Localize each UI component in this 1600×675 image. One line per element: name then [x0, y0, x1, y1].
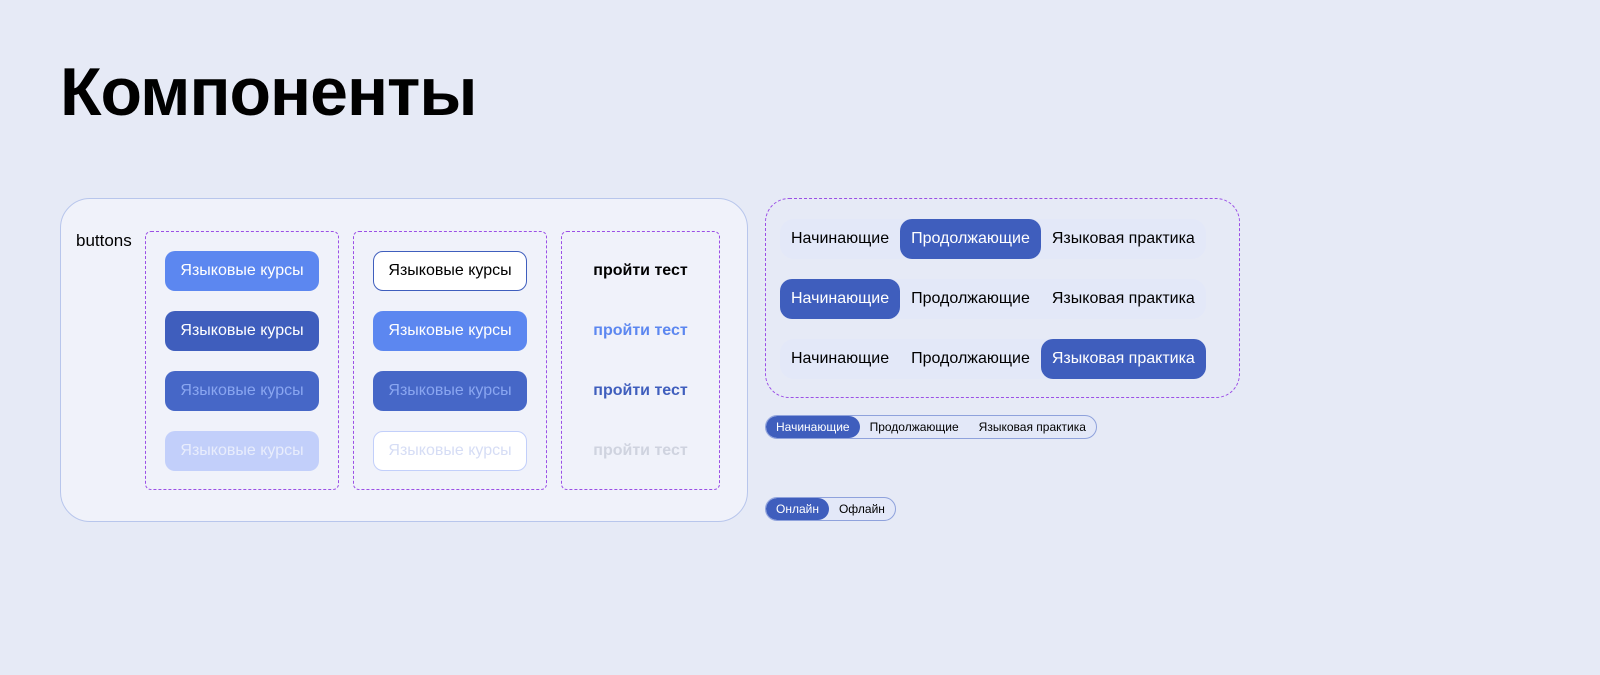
tabs-panel: Начинающие Продолжающие Языковая практик… — [765, 198, 1240, 398]
tab-beginners[interactable]: Начинающие — [780, 339, 900, 379]
toggle-offline[interactable]: Офлайн — [829, 498, 895, 520]
small-tab-continuing[interactable]: Продолжающие — [860, 416, 969, 438]
link-button-hover[interactable]: пройти тест — [562, 311, 719, 351]
link-button-default[interactable]: пройти тест — [562, 251, 719, 291]
secondary-button-hover[interactable]: Языковые курсы — [373, 311, 527, 351]
small-tab-beginners[interactable]: Начинающие — [766, 416, 860, 438]
buttons-panel-label: buttons — [76, 231, 132, 250]
toggle-online[interactable]: Онлайн — [766, 498, 829, 520]
tab-continuing[interactable]: Продолжающие — [900, 219, 1041, 259]
secondary-button-disabled[interactable]: Языковые курсы — [373, 431, 527, 471]
primary-button-default[interactable]: Языковые курсы — [165, 251, 319, 291]
tab-beginners[interactable]: Начинающие — [780, 279, 901, 319]
link-button-disabled[interactable]: пройти тест — [562, 431, 719, 471]
tab-language-practice[interactable]: Языковая практика — [1041, 279, 1206, 319]
link-buttons-column: пройти тест пройти тест пройти тест прой… — [561, 231, 720, 490]
small-segmented-control: Начинающие Продолжающие Языковая практик… — [765, 415, 1097, 439]
segmented-control-variant-3: Начинающие Продолжающие Языковая практик… — [780, 339, 1206, 379]
primary-button-disabled[interactable]: Языковые курсы — [165, 431, 319, 471]
online-offline-toggle: Онлайн Офлайн — [765, 497, 896, 521]
tab-language-practice[interactable]: Языковая практика — [1041, 219, 1206, 259]
secondary-button-pressed[interactable]: Языковые курсы — [373, 371, 527, 411]
segmented-control-variant-2: Начинающие Продолжающие Языковая практик… — [780, 279, 1206, 319]
buttons-panel: buttons Языковые курсы Языковые курсы Яз… — [60, 198, 748, 522]
tab-language-practice[interactable]: Языковая практика — [1040, 339, 1206, 379]
segmented-control-variant-1: Начинающие Продолжающие Языковая практик… — [780, 219, 1206, 259]
link-button-pressed[interactable]: пройти тест — [562, 371, 719, 411]
small-tab-language-practice[interactable]: Языковая практика — [969, 416, 1096, 438]
tab-beginners[interactable]: Начинающие — [780, 219, 900, 259]
primary-button-hover[interactable]: Языковые курсы — [165, 311, 319, 351]
secondary-buttons-column: Языковые курсы Языковые курсы Языковые к… — [353, 231, 547, 490]
page-title: Компоненты — [60, 54, 477, 130]
primary-button-pressed[interactable]: Языковые курсы — [165, 371, 319, 411]
tab-continuing[interactable]: Продолжающие — [900, 279, 1041, 319]
tab-continuing[interactable]: Продолжающие — [900, 339, 1041, 379]
primary-buttons-column: Языковые курсы Языковые курсы Языковые к… — [145, 231, 339, 490]
secondary-button-default[interactable]: Языковые курсы — [373, 251, 527, 291]
